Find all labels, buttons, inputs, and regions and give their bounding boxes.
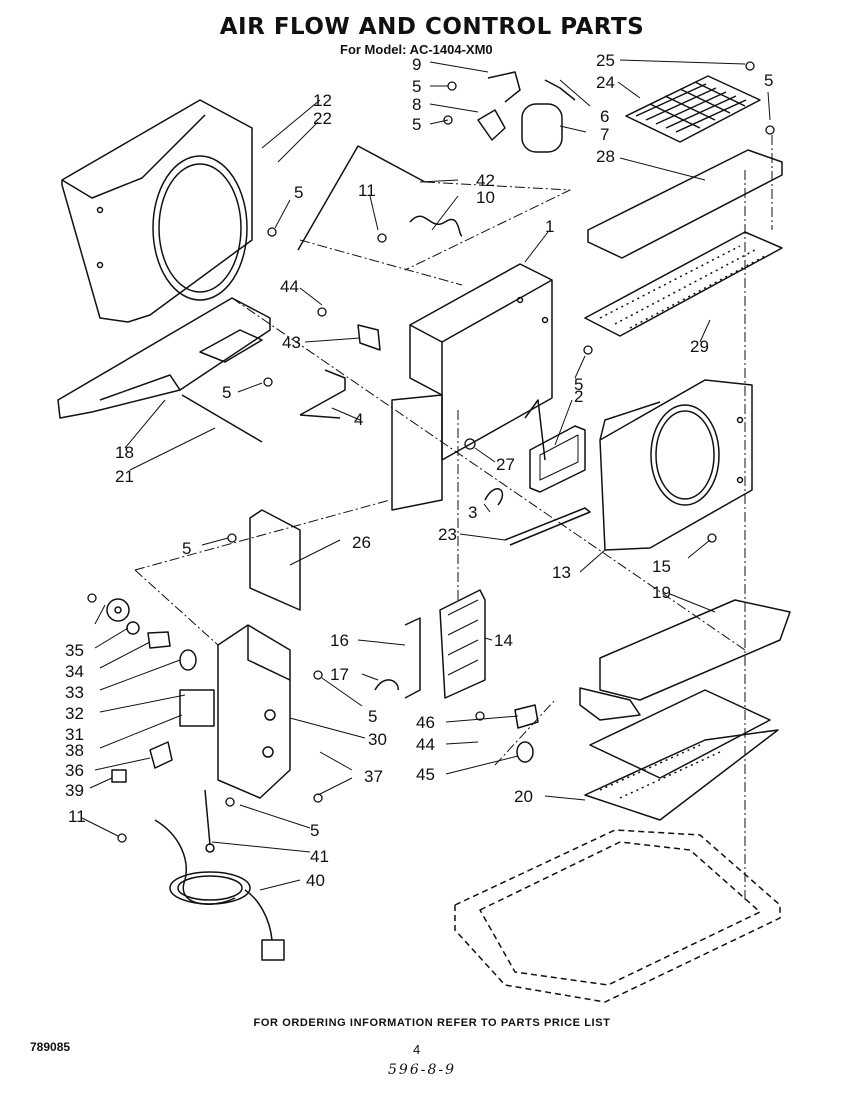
- handwritten-code: 596-8-9: [388, 1062, 456, 1078]
- part-18-rail: [57, 297, 271, 419]
- callout-11: 11: [68, 807, 86, 826]
- callout-39: 39: [65, 781, 84, 800]
- part-14-grille: [439, 589, 486, 699]
- callout-5: 5: [310, 821, 319, 840]
- callout-22: 22: [313, 109, 332, 128]
- callout-44: 44: [280, 277, 299, 296]
- callout-14: 14: [494, 631, 513, 650]
- callout-38: 38: [65, 741, 84, 760]
- part-20-filter: [584, 689, 779, 821]
- callout-6: 6: [600, 107, 609, 126]
- callout-5: 5: [412, 115, 421, 134]
- callout-18: 18: [115, 443, 134, 462]
- base-tray: [454, 829, 781, 1003]
- callout-13: 13: [552, 563, 571, 582]
- callout-20: 20: [514, 787, 533, 806]
- callout-5: 5: [222, 383, 231, 402]
- callout-37: 37: [364, 767, 383, 786]
- callout-45: 45: [416, 765, 435, 784]
- callout-5: 5: [368, 707, 377, 726]
- callout-25: 25: [596, 51, 615, 70]
- callout-30: 30: [368, 730, 387, 749]
- part-29-filter: [584, 231, 783, 337]
- part-13-rear-panel: [599, 379, 753, 551]
- callout-1: 1: [545, 217, 554, 236]
- callout-43: 43: [282, 333, 301, 352]
- callout-12: 12: [313, 91, 332, 110]
- callout-24: 24: [596, 73, 615, 92]
- callout-33: 33: [65, 683, 84, 702]
- part-19-drain-pan: [579, 599, 791, 721]
- page-number: 4: [413, 1042, 421, 1057]
- callout-46: 46: [416, 713, 435, 732]
- ordering-note: FOR ORDERING INFORMATION REFER TO PARTS …: [253, 1017, 611, 1029]
- callout-36: 36: [65, 761, 84, 780]
- callout-10: 10: [476, 188, 495, 207]
- callout-27: 27: [496, 455, 515, 474]
- part-40-power-cord: [154, 789, 285, 961]
- callout-3: 3: [468, 503, 477, 522]
- part-24-grille: [625, 75, 761, 143]
- callout-5: 5: [574, 375, 583, 394]
- callout-9: 9: [412, 55, 421, 74]
- callout-42: 42: [476, 171, 495, 190]
- callout-8: 8: [412, 95, 421, 114]
- callout-35: 35: [65, 641, 84, 660]
- callout-34: 34: [65, 662, 84, 681]
- callout-29: 29: [690, 337, 709, 356]
- callout-5: 5: [294, 183, 303, 202]
- callout-19: 19: [652, 583, 671, 602]
- callout-23: 23: [438, 525, 457, 544]
- callout-11: 11: [358, 181, 376, 200]
- callout-28: 28: [596, 147, 615, 166]
- callout-7: 7: [600, 125, 609, 144]
- callout-labels: 12 22 9 5 8 5 25 24 5 6 7 28 42 10 11 5 …: [65, 51, 773, 890]
- callout-31: 31: [65, 725, 84, 744]
- callout-16: 16: [330, 631, 349, 650]
- page-title: AIR FLOW AND CONTROL PARTS: [219, 14, 645, 40]
- callout-2: 2: [574, 387, 583, 406]
- callout-5: 5: [182, 539, 191, 558]
- callout-17: 17: [330, 665, 349, 684]
- part-30-control-box: [217, 624, 291, 799]
- callout-40: 40: [306, 871, 325, 890]
- part-1-main-panel: [391, 263, 553, 511]
- callout-26: 26: [352, 533, 371, 552]
- part-12-shroud: [61, 99, 253, 323]
- callout-44: 44: [416, 735, 435, 754]
- callout-21: 21: [115, 467, 134, 486]
- callout-4: 4: [354, 410, 363, 429]
- model-subtitle: For Model: AC-1404-XM0: [340, 42, 493, 57]
- callout-15: 15: [652, 557, 671, 576]
- callout-41: 41: [310, 847, 329, 866]
- callout-5: 5: [412, 77, 421, 96]
- callout-32: 32: [65, 704, 84, 723]
- callout-5: 5: [764, 71, 773, 90]
- document-number: 789085: [30, 1040, 71, 1054]
